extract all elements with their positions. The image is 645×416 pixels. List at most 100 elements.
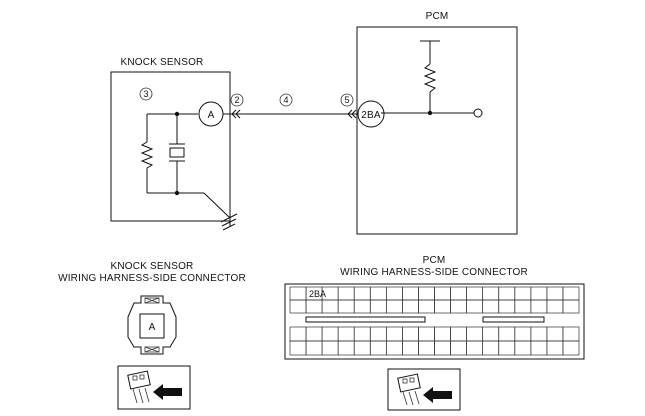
- pcm-title: PCM: [426, 11, 449, 22]
- pcm-connector-cavity: [353, 299, 371, 314]
- marker-3-label: 3: [143, 89, 148, 99]
- pcm-connector-cavity: [321, 340, 339, 356]
- pcm-connector-cavity: [482, 326, 500, 342]
- pcm-connector-cavity: [402, 340, 419, 356]
- pcm-connector-cavity: [498, 340, 516, 356]
- pcm-connector-cavity: [498, 286, 516, 301]
- pcm-connector-cavity: [385, 286, 403, 301]
- sensor-resistor-icon: [140, 141, 154, 169]
- pcm-connector-terminal-label: 2BA: [309, 289, 326, 299]
- pcm-connector-cavity: [418, 286, 435, 301]
- pcm-connector-cavity: [546, 286, 564, 301]
- knock-connector-arrow-icon: [153, 384, 182, 400]
- pcm-connector-cavity: [434, 286, 451, 301]
- pcm-connector-cavity: [434, 326, 451, 342]
- knock-sensor-title: KNOCK SENSOR: [121, 57, 204, 68]
- harness-wire: 4: [223, 93, 358, 119]
- pcm-connector-cavity: [546, 340, 564, 356]
- pcm-connector-cavity: [337, 340, 355, 356]
- pcm-connector-cavity: [482, 286, 500, 301]
- pcm-connector-plug-icon: [387, 368, 461, 411]
- pcm-connector-cavity: [514, 299, 532, 314]
- pcm-connector-cavity: [466, 286, 484, 301]
- pcm-connector-cavity: [337, 286, 355, 301]
- pcm-connector-cavity: [466, 299, 484, 314]
- pcm-connector-cavity: [530, 299, 548, 314]
- pcm-connector-cavity: [353, 340, 371, 356]
- pcm-connector-cavity: [289, 340, 307, 356]
- knock-connector-plug-icon: [117, 365, 191, 410]
- pcm-connector-cavity: [385, 326, 403, 342]
- pcm-connector-cavity: [530, 326, 548, 342]
- pcm-connector-cavity: [514, 286, 532, 301]
- knock-sensor-connector-section: KNOCK SENSOR WIRING HARNESS-SIDE CONNECT…: [58, 261, 246, 410]
- pcm-connector-cavity: [321, 326, 339, 342]
- pcm-connector-cavity: [353, 286, 371, 301]
- pcm-connector-cavity: [385, 299, 403, 314]
- pcm-connector-cavity: [514, 326, 532, 342]
- pcm-connector-cavity: [305, 340, 323, 356]
- pcm-connector-cavity: [530, 340, 548, 356]
- marker-4-label: 4: [283, 95, 288, 105]
- pcm-connector-cavity: [353, 326, 371, 342]
- pcm-connector-cavity: [546, 326, 564, 342]
- pcm-connector-cavity: [562, 326, 580, 342]
- pcm-connector-cavity: [498, 326, 516, 342]
- knock-connector-cavity-a: [139, 313, 165, 339]
- marker-5-label: 5: [344, 95, 349, 105]
- ground-icon: [220, 213, 238, 231]
- pcm-connector-cavity: [450, 340, 467, 356]
- pcm-junction-dot: [427, 110, 433, 116]
- pcm-connector-cavity: [546, 299, 564, 314]
- pcm-connector-cavity: [498, 299, 516, 314]
- knock-sensor-box: KNOCK SENSOR 3 A 2: [110, 57, 244, 231]
- terminal-a-label: A: [208, 110, 215, 121]
- pcm-connector-cavity: [562, 286, 580, 301]
- pcm-connector-cavity: [337, 299, 355, 314]
- pcm-connector-cavity: [482, 340, 500, 356]
- pcm-connector-cavity: [385, 340, 403, 356]
- pcm-box: PCM 2BA 5: [340, 11, 518, 235]
- pcm-connector-cavity: [289, 326, 307, 342]
- marker-5-circle: [340, 93, 354, 107]
- pcm-connector-cavity: [402, 326, 419, 342]
- pcm-connector-arrow-icon: [423, 387, 452, 403]
- terminal-2ba-label: 2BA: [361, 110, 381, 121]
- pcm-connector-cavity: [450, 286, 467, 301]
- pcm-connector-cavity: [562, 340, 580, 356]
- pcm-connector-cavity: [466, 326, 484, 342]
- pcm-connector-cavity: [289, 299, 307, 314]
- pcm-connector-cavity: [321, 299, 339, 314]
- pcm-connector-cavity: [305, 299, 323, 314]
- pcm-connector-cavity: [530, 286, 548, 301]
- pcm-connector-cavity: [402, 299, 419, 314]
- pcm-output-terminal: [473, 108, 483, 118]
- pcm-connector-title-1: PCM: [423, 255, 446, 266]
- pcm-connector-cavity: [289, 286, 307, 301]
- pcm-connector-cavity: [369, 340, 387, 356]
- marker-4-circle: [279, 93, 293, 107]
- pcm-connector-cavity: [450, 326, 467, 342]
- piezo-element-icon: [169, 143, 185, 162]
- marker-2-label: 2: [234, 95, 239, 105]
- pcm-connector-latch-left: [305, 316, 426, 323]
- pcm-connector-section: PCM WIRING HARNESS-SIDE CONNECTOR 2BA: [284, 255, 585, 411]
- pcm-connector-cavity: [305, 326, 323, 342]
- pcm-connector-cavity: [514, 340, 532, 356]
- pcm-connector-title-2: WIRING HARNESS-SIDE CONNECTOR: [340, 267, 528, 278]
- pcm-connector-cavity: [369, 286, 387, 301]
- pcm-connector-cavity: [418, 340, 435, 356]
- knock-connector-terminal-label: A: [149, 322, 156, 333]
- pcm-resistor-icon: [423, 63, 437, 93]
- pcm-connector-cavity: [482, 299, 500, 314]
- pcm-connector-cavity: [369, 326, 387, 342]
- pcm-connector-cavity: [337, 326, 355, 342]
- pcm-connector-cavity: [434, 299, 451, 314]
- marker-2-circle: [230, 93, 244, 107]
- pcm-connector-latch-right: [482, 316, 545, 323]
- pcm-connector-cavity-grid: [289, 286, 580, 356]
- pcm-connector-cavity: [369, 299, 387, 314]
- knock-connector-title-2: WIRING HARNESS-SIDE CONNECTOR: [58, 273, 246, 284]
- pcm-connector-face: 2BA: [284, 283, 585, 360]
